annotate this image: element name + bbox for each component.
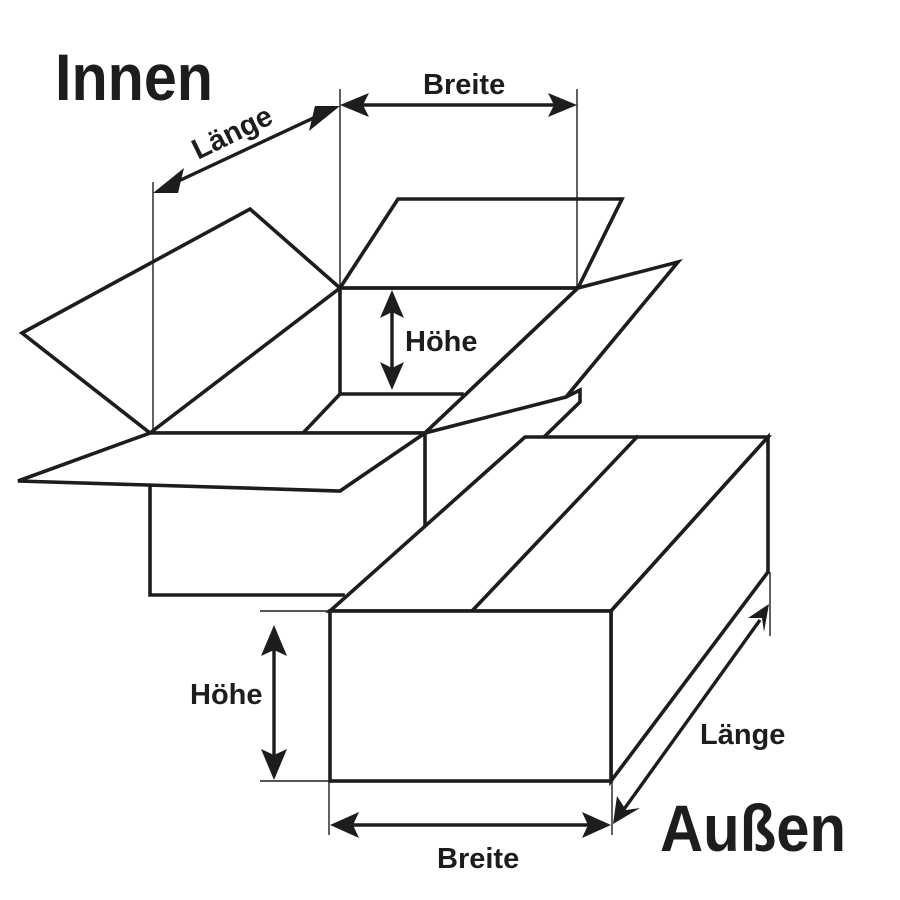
inner-height-arrow [380,290,404,390]
outer-title: Außen [660,791,846,865]
closed-box-outer [325,432,773,787]
open-box-front-flap [17,431,431,493]
inner-width-label: Breite [423,69,505,101]
closed-box-tape-seam [469,434,640,614]
open-box-front-face [148,482,345,597]
closed-box-front [328,609,613,783]
outer-length-arrow [613,604,769,824]
inner-dimension-lines [152,89,578,433]
outer-height-label: Höhe [190,679,263,711]
inner-title: Innen [55,40,213,114]
inner-height-label: Höhe [405,326,478,358]
open-box-inner [17,197,683,597]
outer-length-label: Länge [700,719,785,751]
outer-width-label: Breite [437,843,519,875]
inner-width-arrow [340,93,577,117]
inner-length-arrow [153,106,340,193]
outer-dimension-lines [260,572,771,838]
outer-height-arrow [261,625,287,780]
outer-width-arrow [330,812,611,838]
open-box-back-left-flap [18,206,343,436]
open-box-back-right-flap [336,197,625,290]
